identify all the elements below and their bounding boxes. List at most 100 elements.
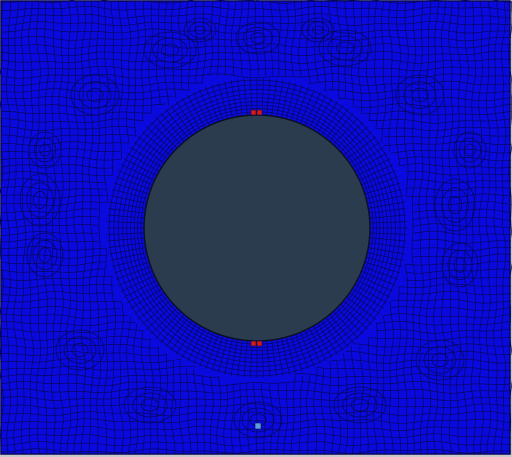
mesh-grid-line: [421, 150, 423, 159]
mesh-grid-line: [472, 83, 475, 92]
mesh-grid-line: [436, 240, 439, 249]
mesh-grid-line: [285, 61, 294, 64]
mesh-grid-line: [413, 314, 422, 317]
mesh-grid-line: [7, 60, 9, 69]
mesh-grid-line: [128, 321, 137, 323]
mesh-grid-line: [180, 7, 189, 10]
mesh-grid-line: [133, 120, 136, 129]
mesh-grid-line: [76, 263, 78, 272]
mesh-grid-line: [456, 15, 459, 24]
mesh-grid-line: [433, 203, 435, 212]
mesh-grid-line: [75, 46, 84, 49]
mesh-grid-line: [53, 95, 62, 98]
mesh-grid-line: [450, 22, 459, 25]
mesh-grid-line: [489, 23, 492, 32]
mesh-grid-line: [61, 308, 64, 317]
mesh-grid-line: [436, 8, 439, 17]
mesh-grid-line: [38, 291, 47, 294]
mesh-grid-line: [419, 368, 421, 377]
mesh-grid-line: [24, 120, 27, 129]
mesh-grid-line: [53, 46, 62, 49]
mesh-grid-line: [9, 8, 11, 17]
mesh-grid-line: [429, 128, 431, 137]
mesh-grid-line: [135, 443, 138, 452]
mesh-grid-line: [353, 368, 356, 377]
mesh-grid-line: [389, 360, 391, 369]
mesh-grid-line: [247, 8, 249, 17]
mesh-grid-line: [481, 188, 484, 197]
mesh-grid-line: [338, 15, 347, 18]
mesh-grid-line: [443, 231, 452, 234]
mesh-grid-line: [389, 30, 391, 39]
mesh-grid-line: [383, 97, 392, 100]
mesh-grid-line: [1, 38, 3, 47]
mesh-grid-line: [435, 67, 444, 69]
mesh-grid-line: [488, 30, 497, 32]
mesh-grid-line: [90, 58, 99, 61]
mesh-grid-line: [38, 75, 47, 77]
mesh-grid-line: [375, 323, 378, 332]
mesh-grid-line: [443, 128, 452, 131]
mesh-grid-line: [52, 398, 55, 407]
mesh-grid-line: [480, 31, 489, 33]
mesh-grid-line: [331, 68, 333, 77]
mesh-grid-line: [486, 443, 488, 452]
mesh-grid-line: [390, 9, 399, 12]
mesh-grid-line: [121, 300, 124, 309]
mesh-grid-line: [218, 23, 227, 26]
mesh-grid-line: [128, 118, 137, 121]
mesh-grid-line: [435, 122, 444, 124]
mesh-grid-line: [398, 286, 407, 288]
mesh-grid-line: [398, 37, 407, 39]
mesh-grid-line: [142, 53, 145, 62]
mesh-grid-line: [14, 330, 17, 339]
mesh-grid-line: [488, 135, 497, 137]
mesh-grid-line: [375, 120, 378, 129]
mesh-grid-line: [495, 8, 504, 11]
mesh-grid-line: [129, 45, 131, 54]
mesh-grid-line: [435, 332, 444, 334]
mesh-grid-line: [485, 105, 488, 114]
mesh-grid-line: [75, 107, 84, 109]
mesh-grid-line: [240, 60, 243, 69]
mesh-grid-line: [38, 298, 47, 301]
mesh-grid-line: [105, 82, 114, 84]
mesh-grid-line: [8, 105, 11, 114]
mesh-grid-line: [90, 174, 99, 177]
mesh-grid-line: [351, 83, 354, 92]
mesh-grid-line: [81, 315, 84, 324]
mesh-grid-line: [36, 165, 39, 174]
mesh-grid-line: [216, 443, 219, 452]
mesh-grid-line: [31, 105, 34, 114]
mesh-grid-line: [443, 98, 446, 107]
mesh-grid-line: [119, 383, 121, 392]
mesh-grid-line: [435, 81, 444, 83]
mesh-grid-line: [473, 75, 476, 84]
mesh-grid-line: [396, 120, 398, 129]
mesh-grid-line: [433, 420, 436, 429]
mesh-grid-line: [248, 44, 257, 46]
mesh-grid-line: [23, 279, 32, 281]
mesh-grid-line: [443, 142, 452, 145]
mesh-grid-line: [188, 68, 197, 71]
mesh-grid-line: [53, 195, 56, 204]
mesh-grid-line: [398, 76, 407, 78]
mesh-grid-line: [485, 90, 488, 99]
mesh-grid-line: [53, 405, 56, 414]
mesh-grid-line: [15, 345, 24, 348]
mesh-grid-line: [435, 299, 444, 301]
mesh-grid-line: [121, 443, 124, 452]
mesh-grid-line: [225, 66, 234, 68]
mesh-grid-line: [442, 165, 444, 174]
mesh-grid-line: [82, 270, 85, 279]
mesh-grid-line: [473, 317, 482, 319]
mesh-grid-line: [384, 338, 386, 347]
mesh-grid-line: [105, 111, 114, 114]
mesh-grid-line: [105, 118, 114, 121]
mesh-grid-line: [67, 390, 70, 399]
mesh-grid-line: [270, 398, 273, 407]
mesh-grid-line: [501, 338, 503, 347]
mesh-grid-line: [67, 233, 69, 242]
mesh-grid-line: [404, 143, 407, 152]
